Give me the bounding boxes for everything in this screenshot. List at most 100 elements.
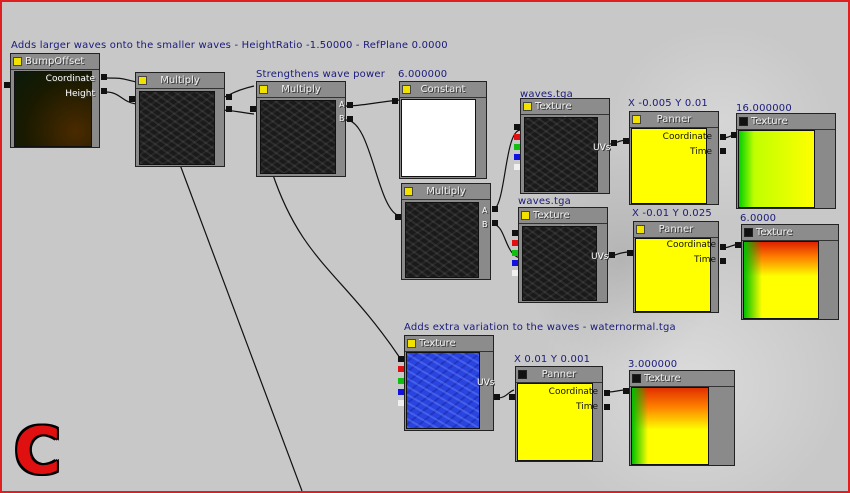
input-pin[interactable] [492, 206, 498, 212]
node-multiply-1[interactable]: Multiply [135, 72, 225, 167]
node-multiply-2[interactable]: Multiply A B [256, 81, 346, 177]
node-bumpoffset[interactable]: BumpOffset Coordinate Height [10, 53, 100, 148]
output-pin[interactable] [627, 250, 633, 256]
node-header[interactable]: Texture Coordinate [630, 371, 734, 399]
input-pin[interactable] [611, 140, 617, 146]
node-texture-coordinate-3[interactable]: Texture Coordinate [629, 370, 735, 466]
preview-toggle-icon[interactable] [636, 225, 645, 234]
node-texture-coordinate-1[interactable]: Texture Coordinate [736, 113, 836, 209]
output-pin-alpha[interactable] [398, 400, 404, 406]
input-pin[interactable] [609, 252, 615, 258]
preview-toggle-icon[interactable] [523, 102, 532, 111]
input-pin[interactable] [226, 106, 232, 112]
node-header[interactable]: Texture Sample [405, 336, 493, 364]
input-pin[interactable] [347, 116, 353, 122]
output-pin[interactable] [129, 96, 135, 102]
output-pin[interactable] [250, 106, 256, 112]
output-pin[interactable] [509, 394, 515, 400]
input-time-label: Time [693, 255, 716, 265]
preview-toggle-icon[interactable] [259, 85, 268, 94]
input-pin[interactable] [604, 404, 610, 410]
preview-toggle-icon[interactable] [518, 370, 527, 379]
preview-toggle-icon[interactable] [521, 211, 530, 220]
output-pin-blue[interactable] [514, 154, 520, 160]
output-pin-alpha[interactable] [514, 164, 520, 170]
output-pin-red[interactable] [514, 134, 520, 140]
node-panner-1[interactable]: Panner Coordinate Time [629, 111, 719, 205]
input-pin[interactable] [604, 390, 610, 396]
output-pin[interactable] [392, 98, 398, 104]
preview-toggle-icon[interactable] [739, 117, 748, 126]
preview-toggle-icon[interactable] [404, 187, 413, 196]
node-header[interactable]: Texture Sample [519, 208, 607, 236]
node-preview [401, 99, 476, 177]
node-header[interactable]: Multiply [257, 82, 345, 98]
output-pin[interactable] [398, 356, 404, 362]
texcoord2-value: 6.0000 [740, 213, 777, 224]
node-header[interactable]: Panner [630, 112, 718, 128]
node-multiply-3[interactable]: Multiply A B [401, 183, 491, 280]
node-title: Multiply [426, 186, 466, 197]
input-pin[interactable] [494, 394, 500, 400]
output-pin-red[interactable] [512, 240, 518, 246]
input-pin[interactable] [720, 258, 726, 264]
node-constant[interactable]: Constant [399, 81, 487, 179]
output-pin-alpha[interactable] [512, 270, 518, 276]
input-pin[interactable] [347, 102, 353, 108]
output-pin[interactable] [4, 82, 10, 88]
input-pin[interactable] [720, 134, 726, 140]
input-time-label: Time [575, 402, 598, 412]
node-header[interactable]: Multiply [402, 184, 490, 200]
preview-toggle-icon[interactable] [632, 115, 641, 124]
node-texture-coordinate-2[interactable]: Texture Coordinate [741, 224, 839, 320]
node-header[interactable]: Constant [400, 82, 486, 98]
output-pin-blue[interactable] [398, 389, 404, 395]
output-pin-blue[interactable] [512, 260, 518, 266]
node-header[interactable]: Texture Sample [521, 99, 609, 127]
input-pin[interactable] [226, 94, 232, 100]
input-pin[interactable] [720, 148, 726, 154]
node-panner-2[interactable]: Panner Coordinate Time [633, 221, 719, 313]
node-preview [405, 202, 479, 278]
node-preview [635, 238, 711, 312]
preview-toggle-icon[interactable] [632, 374, 641, 383]
node-texture-sample-3[interactable]: Texture Sample UVs [404, 335, 494, 431]
node-header[interactable]: BumpOffset [11, 54, 99, 70]
node-header[interactable]: Multiply [136, 73, 224, 89]
input-pin[interactable] [101, 88, 107, 94]
input-b-label: B [482, 220, 488, 229]
node-texture-sample-1[interactable]: Texture Sample UVs [520, 98, 610, 194]
input-b-label: B [339, 114, 345, 123]
output-pin-green[interactable] [514, 144, 520, 150]
input-pin[interactable] [492, 220, 498, 226]
preview-toggle-icon[interactable] [138, 76, 147, 85]
output-pin[interactable] [623, 138, 629, 144]
output-pin-red[interactable] [398, 366, 404, 372]
node-header[interactable]: Panner [516, 367, 602, 383]
waves2-label: waves.tga [518, 196, 571, 207]
node-texture-sample-2[interactable]: Texture Sample UVs [518, 207, 608, 303]
output-pin[interactable] [512, 230, 518, 236]
node-header[interactable]: Panner [634, 222, 718, 238]
node-preview [139, 91, 215, 165]
input-coordinate-label: Coordinate [45, 74, 95, 84]
output-pin-green[interactable] [398, 378, 404, 384]
node-panner-3[interactable]: Panner Coordinate Time [515, 366, 603, 462]
output-pin[interactable] [735, 242, 741, 248]
preview-toggle-icon[interactable] [407, 339, 416, 348]
input-a-label: A [482, 206, 488, 215]
preview-toggle-icon[interactable] [744, 228, 753, 237]
output-pin[interactable] [731, 132, 737, 138]
output-pin[interactable] [623, 388, 629, 394]
node-header[interactable]: Texture Coordinate [737, 114, 835, 142]
preview-toggle-icon[interactable] [402, 85, 411, 94]
panner3-speed: X 0.01 Y 0.001 [514, 354, 591, 365]
preview-toggle-icon[interactable] [13, 57, 22, 66]
output-pin[interactable] [395, 214, 401, 220]
input-pin[interactable] [101, 74, 107, 80]
input-pin[interactable] [720, 244, 726, 250]
output-pin[interactable] [514, 124, 520, 130]
node-header[interactable]: Texture Coordinate [742, 225, 838, 253]
output-pin-green[interactable] [512, 250, 518, 256]
